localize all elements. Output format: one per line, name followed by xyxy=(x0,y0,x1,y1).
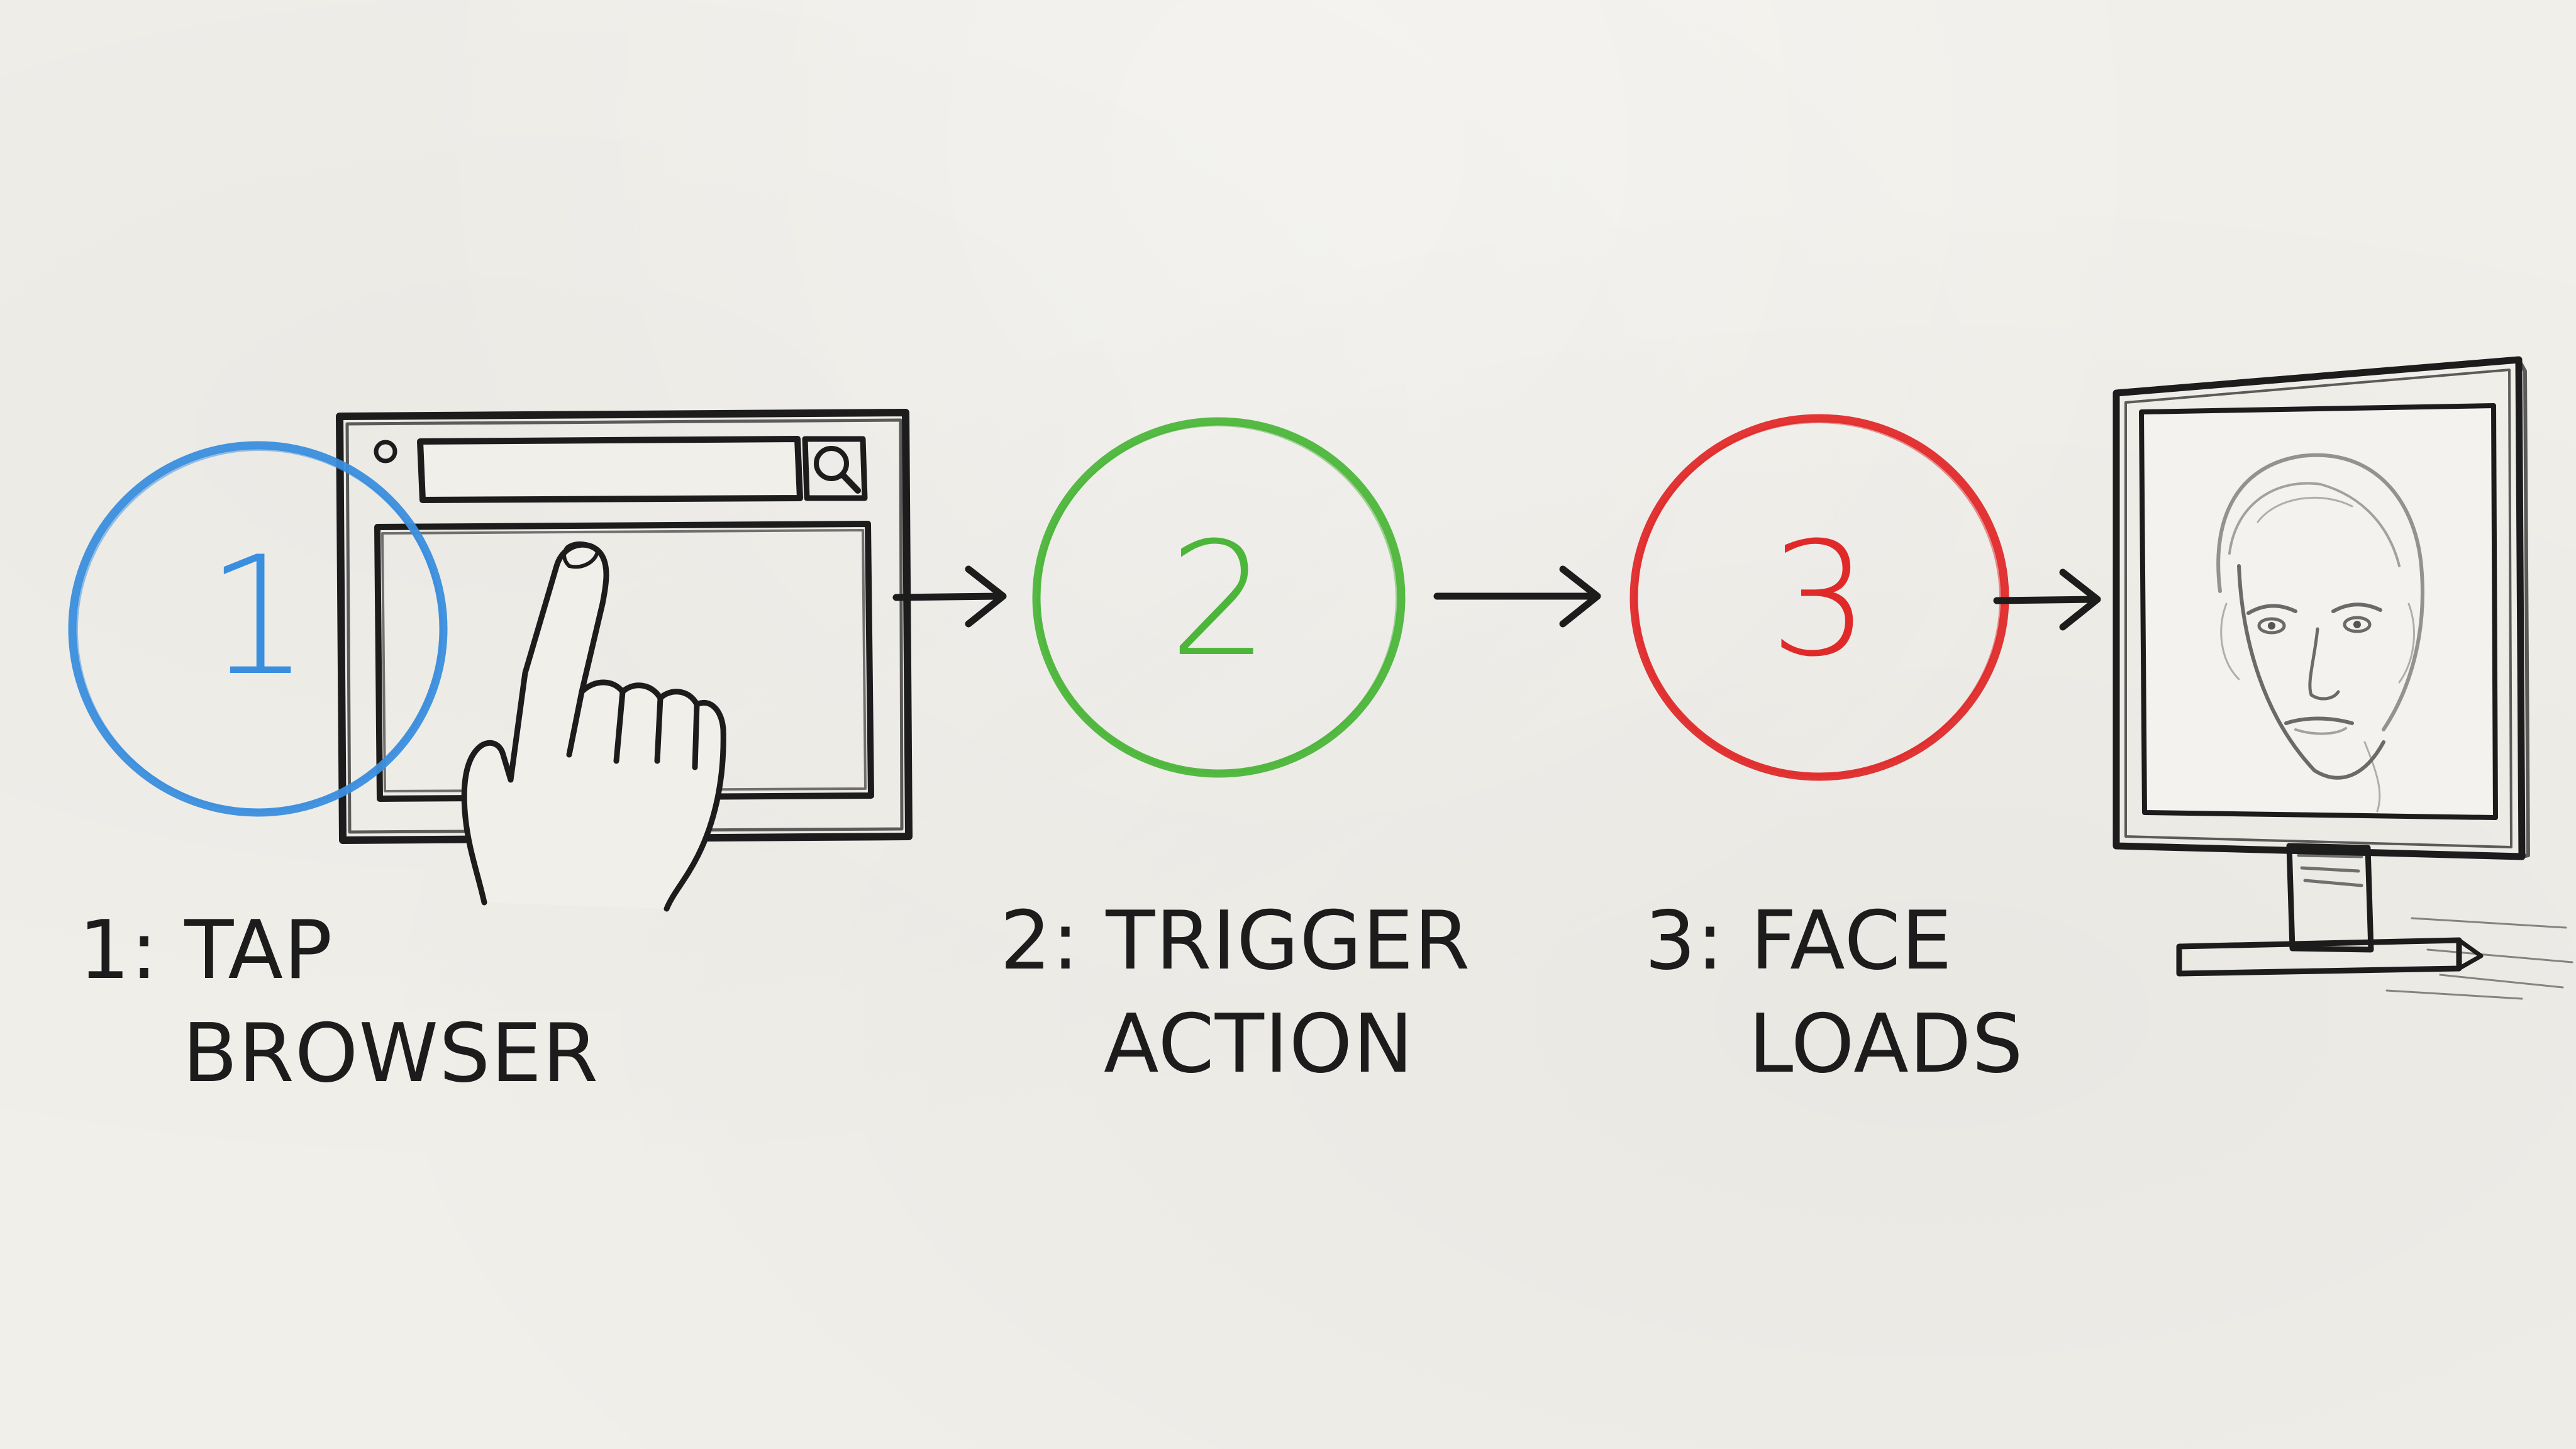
step-2-caption-line-2: ACTION xyxy=(1104,997,1414,1091)
step-1-caption-line-2: BROWSER xyxy=(182,1006,599,1101)
monitor-icon xyxy=(2112,356,2573,1000)
step-3-caption-line-2: LOADS xyxy=(1748,997,2024,1091)
step-3-caption: 3: FACE LOADS xyxy=(1645,890,2024,1096)
step-1-caption: 1: TAP BROWSER xyxy=(79,899,599,1106)
step-2-number: 2 xyxy=(1169,508,1269,691)
arrow-right-icon xyxy=(1433,565,1601,628)
step-2-circle xyxy=(1032,417,1406,778)
step-2-caption: 2: TRIGGER ACTION xyxy=(1000,890,1470,1096)
step-3-number: 3 xyxy=(1769,508,1869,691)
step-1-number: 1 xyxy=(206,522,309,712)
browser-window-icon xyxy=(336,409,913,844)
arrow-right-icon xyxy=(1993,569,2101,631)
step-2-caption-line-1: 2: TRIGGER xyxy=(1000,894,1471,988)
step-3-caption-line-1: 3: FACE xyxy=(1645,894,1953,988)
step-1-circle xyxy=(68,441,448,817)
step-1-caption-line-1: 1: TAP xyxy=(79,904,333,997)
search-icon xyxy=(814,446,861,494)
pointing-hand-icon xyxy=(461,541,726,912)
arrow-right-icon xyxy=(892,565,1007,628)
face-sketch-icon xyxy=(2216,453,2424,813)
